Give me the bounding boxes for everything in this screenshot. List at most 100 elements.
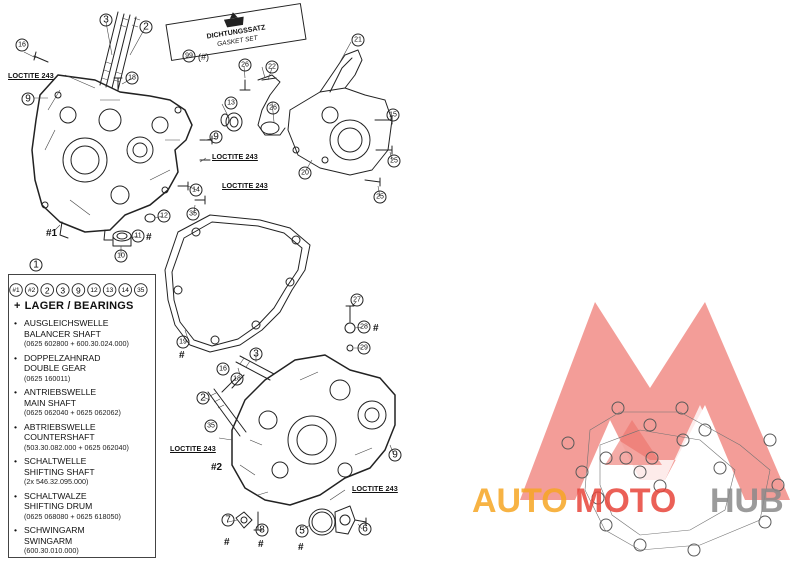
svg-text:13: 13	[227, 100, 235, 107]
legend-bullet: •	[14, 352, 18, 363]
legend-head-bubble	[24, 283, 39, 297]
marker-hash-7: #	[224, 537, 230, 548]
callout-16-b: 16	[216, 362, 230, 376]
marker-hash-5: #	[298, 542, 304, 553]
legend-head-label: #2	[28, 287, 36, 294]
legend-head-label: 2	[45, 286, 50, 296]
cylinder-studs-lower	[207, 355, 275, 437]
legend-item-name-de: SCHALTWALZE	[24, 490, 87, 501]
part-markers: #1 #2 # # # # # #	[46, 228, 379, 553]
crankcase-gasket	[164, 214, 311, 353]
legend-head-bubble	[118, 283, 132, 297]
legend-item-part-numbers: (0625 068080 + 0625 618050)	[24, 511, 121, 521]
left-crankcase-half	[31, 74, 193, 241]
callout-35-b: 35	[204, 419, 218, 433]
svg-text:16: 16	[18, 42, 26, 49]
callout-18-b: 18	[230, 372, 244, 386]
callout-99-mark: (#)	[198, 52, 209, 62]
svg-text:6: 6	[362, 524, 368, 535]
legend-head-label: 14	[122, 287, 130, 294]
callout-14: 14	[189, 183, 203, 197]
callout-bubbles: 3 2 16 18 9 9 13 14 35 12 11 10 26 22 26…	[15, 13, 402, 538]
legend-item-part-numbers: (600.30.010.000)	[24, 546, 79, 555]
legend-item-name-en: MAIN SHAFT	[24, 397, 77, 408]
callout-15: 15	[386, 108, 400, 122]
svg-text:3: 3	[103, 15, 109, 26]
legend-head-bubble	[102, 283, 117, 297]
marker-left-half: #1	[46, 228, 58, 239]
legend-item-name-en: DOUBLE GEAR	[24, 363, 87, 373]
legend-item-name-de: SCHALTWELLE	[24, 456, 87, 466]
callout-28: 28	[357, 320, 371, 334]
watermark-text-auto: AUTO	[472, 482, 568, 520]
legend-head-bubble	[134, 283, 148, 297]
svg-text:16: 16	[219, 366, 227, 373]
legend-item-part-numbers: (2x 546.32.095.000)	[24, 477, 89, 486]
legend-item-name-de: SCHWINGARM	[24, 525, 85, 535]
legend-item-part-numbers: (0625 602800 + 600.30.024.000)	[24, 339, 129, 348]
svg-text:14: 14	[192, 187, 200, 194]
svg-text:35: 35	[189, 211, 197, 218]
svg-text:5: 5	[299, 526, 305, 537]
legend-head-bubble	[56, 283, 70, 297]
callout-21: 21	[351, 33, 365, 47]
legend-item-name-de: ABTRIEBSWELLE	[24, 421, 96, 432]
legend-title: +LAGER / BEARINGS	[14, 300, 134, 312]
legend-head-label: #1	[12, 287, 20, 294]
legend-bullet: •	[14, 456, 18, 466]
svg-text:20: 20	[301, 170, 309, 177]
callout-13: 13	[224, 96, 238, 110]
marker-hash-28: #	[373, 323, 379, 334]
callout-2: 2	[139, 20, 153, 34]
lower-small-parts	[235, 305, 367, 536]
callout-3-b: 3	[249, 347, 263, 361]
callout-22: 22	[265, 60, 279, 74]
svg-text:35: 35	[207, 423, 215, 430]
bearings-legend-box	[8, 274, 156, 558]
svg-text:15: 15	[389, 112, 397, 119]
marker-hash-19: #	[179, 350, 185, 361]
callout-18: 18	[125, 71, 139, 85]
svg-text:9: 9	[25, 94, 31, 105]
left-small-parts	[33, 51, 230, 247]
loctite-label-2: LOCTITE 243	[212, 152, 258, 161]
legend-item-name-de: DOPPELZAHNRAD	[24, 352, 101, 363]
svg-text:18: 18	[128, 75, 136, 82]
ignition-cover-assembly	[225, 49, 393, 187]
svg-text:2: 2	[200, 393, 206, 404]
legend-item-name-de: ANTRIEBSWELLE	[24, 387, 97, 397]
svg-text:9: 9	[392, 450, 398, 461]
callout-12: 12	[157, 209, 171, 223]
callout-16: 16	[15, 38, 29, 52]
legend-bullet: •	[14, 421, 18, 432]
svg-text:12: 12	[160, 213, 168, 220]
watermark-text-hub: HUB	[710, 482, 784, 520]
marker-hash-11: #	[146, 232, 152, 243]
callout-26-b: 26	[266, 101, 280, 115]
legend-head-bubble	[71, 283, 86, 297]
svg-text:28: 28	[360, 324, 368, 331]
svg-text:8: 8	[259, 525, 265, 536]
svg-text:99: 99	[185, 53, 193, 60]
svg-text:3: 3	[253, 349, 259, 360]
svg-text:10: 10	[117, 253, 125, 260]
callout-1: 1	[29, 258, 43, 272]
legend-head-label: 35	[137, 287, 145, 294]
svg-text:21: 21	[354, 37, 362, 44]
svg-text:27: 27	[353, 297, 361, 304]
legend-item-name-en: BALANCER SHAFT	[24, 328, 101, 339]
legend-head-bubble	[40, 283, 54, 297]
svg-text:9: 9	[213, 132, 219, 143]
legend-item-part-numbers: (503.30.082.000 + 0625 062040)	[24, 442, 129, 452]
legend-head-label: 13	[106, 287, 114, 294]
svg-text:7: 7	[225, 515, 231, 526]
legend-item-part-numbers: (0625 062040 + 0625 062062)	[24, 408, 121, 417]
svg-text:25: 25	[390, 158, 398, 165]
